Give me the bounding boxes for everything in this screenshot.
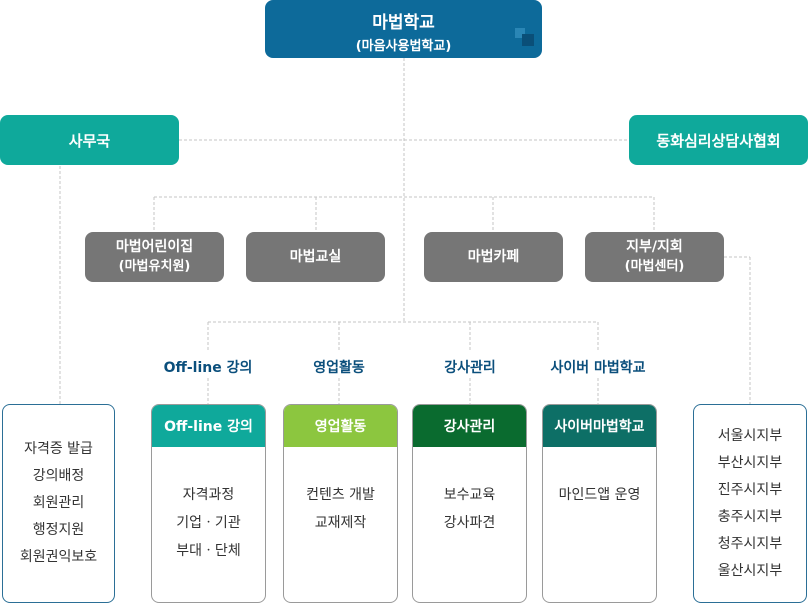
section-label: 사이버 마법학교 bbox=[550, 360, 646, 376]
task-item: 강의배정 bbox=[32, 468, 85, 484]
task-item: 자격증 발급 bbox=[24, 441, 93, 457]
root-subtitle: (마음사용법학교) bbox=[355, 39, 452, 54]
activity-card: 영업활동 컨텐츠 개발 교재제작 bbox=[283, 404, 398, 603]
branch-sublabel: (마법센터) bbox=[624, 259, 685, 274]
card-item: 교재제작 bbox=[314, 515, 367, 531]
card-header: Off-line 강의 bbox=[152, 405, 265, 447]
branch-node: 마법어린이집 (마법유치원) bbox=[85, 232, 224, 282]
card-item: 기업ㆍ기관 bbox=[176, 515, 241, 531]
regional-item: 충주시지부 bbox=[717, 508, 783, 525]
branch-label: 지부/지회 bbox=[626, 239, 683, 255]
counseling-association-node: 동화심리상담사협회 bbox=[629, 115, 808, 165]
branch-node: 마법카페 bbox=[424, 232, 563, 282]
card-item: 자격과정 bbox=[182, 487, 235, 503]
card-body: 자격과정 기업ㆍ기관 부대ㆍ단체 bbox=[152, 447, 265, 565]
regional-branches-card: 서울시지부 부산시지부 진주시지부 충주시지부 청주시지부 울산시지부 bbox=[693, 404, 807, 603]
card-item: 마인드앱 운영 bbox=[558, 487, 641, 503]
regional-item: 부산시지부 bbox=[717, 454, 783, 471]
root-title: 마법학교 bbox=[372, 13, 435, 33]
card-item: 부대ㆍ단체 bbox=[176, 543, 241, 559]
task-item: 회원관리 bbox=[32, 495, 85, 511]
section-label: 강사관리 bbox=[444, 360, 496, 376]
card-body: 컨텐츠 개발 교재제작 bbox=[284, 447, 397, 537]
regional-item: 서울시지부 bbox=[717, 427, 783, 444]
section-label: Off-line 강의 bbox=[163, 360, 253, 376]
counseling-association-label: 동화심리상담사협회 bbox=[656, 131, 781, 150]
regional-item: 진주시지부 bbox=[717, 481, 783, 498]
activity-card: Off-line 강의 자격과정 기업ㆍ기관 부대ㆍ단체 bbox=[151, 404, 266, 603]
regional-item: 청주시지부 bbox=[717, 535, 783, 552]
decorative-square-icon bbox=[522, 34, 534, 46]
office-label: 사무국 bbox=[68, 131, 111, 150]
regional-item: 울산시지부 bbox=[717, 562, 783, 579]
card-body: 마인드앱 운영 bbox=[543, 447, 656, 509]
card-body: 보수교육 강사파견 bbox=[413, 447, 526, 537]
branch-label: 마법어린이집 bbox=[115, 239, 194, 255]
root-node: 마법학교 (마음사용법학교) bbox=[265, 0, 542, 58]
branch-label: 마법교실 bbox=[289, 249, 342, 265]
activity-card: 사이버마법학교 마인드앱 운영 bbox=[542, 404, 657, 603]
branch-sublabel: (마법유치원) bbox=[118, 259, 191, 274]
task-item: 행정지원 bbox=[32, 522, 85, 538]
branch-label: 마법카페 bbox=[467, 249, 520, 265]
task-item: 회원권익보호 bbox=[19, 549, 98, 565]
card-item: 보수교육 bbox=[443, 487, 496, 503]
branch-node: 지부/지회 (마법센터) bbox=[585, 232, 724, 282]
card-header: 강사관리 bbox=[413, 405, 526, 447]
card-item: 강사파견 bbox=[443, 515, 496, 531]
card-header: 영업활동 bbox=[284, 405, 397, 447]
card-item: 컨텐츠 개발 bbox=[306, 487, 375, 503]
office-tasks-card: 자격증 발급 강의배정 회원관리 행정지원 회원권익보호 bbox=[2, 404, 115, 603]
branch-node: 마법교실 bbox=[246, 232, 385, 282]
section-label: 영업활동 bbox=[313, 360, 365, 376]
activity-card: 강사관리 보수교육 강사파견 bbox=[412, 404, 527, 603]
decorative-square-icon bbox=[515, 28, 525, 38]
office-node: 사무국 bbox=[0, 115, 179, 165]
card-header: 사이버마법학교 bbox=[543, 405, 656, 447]
